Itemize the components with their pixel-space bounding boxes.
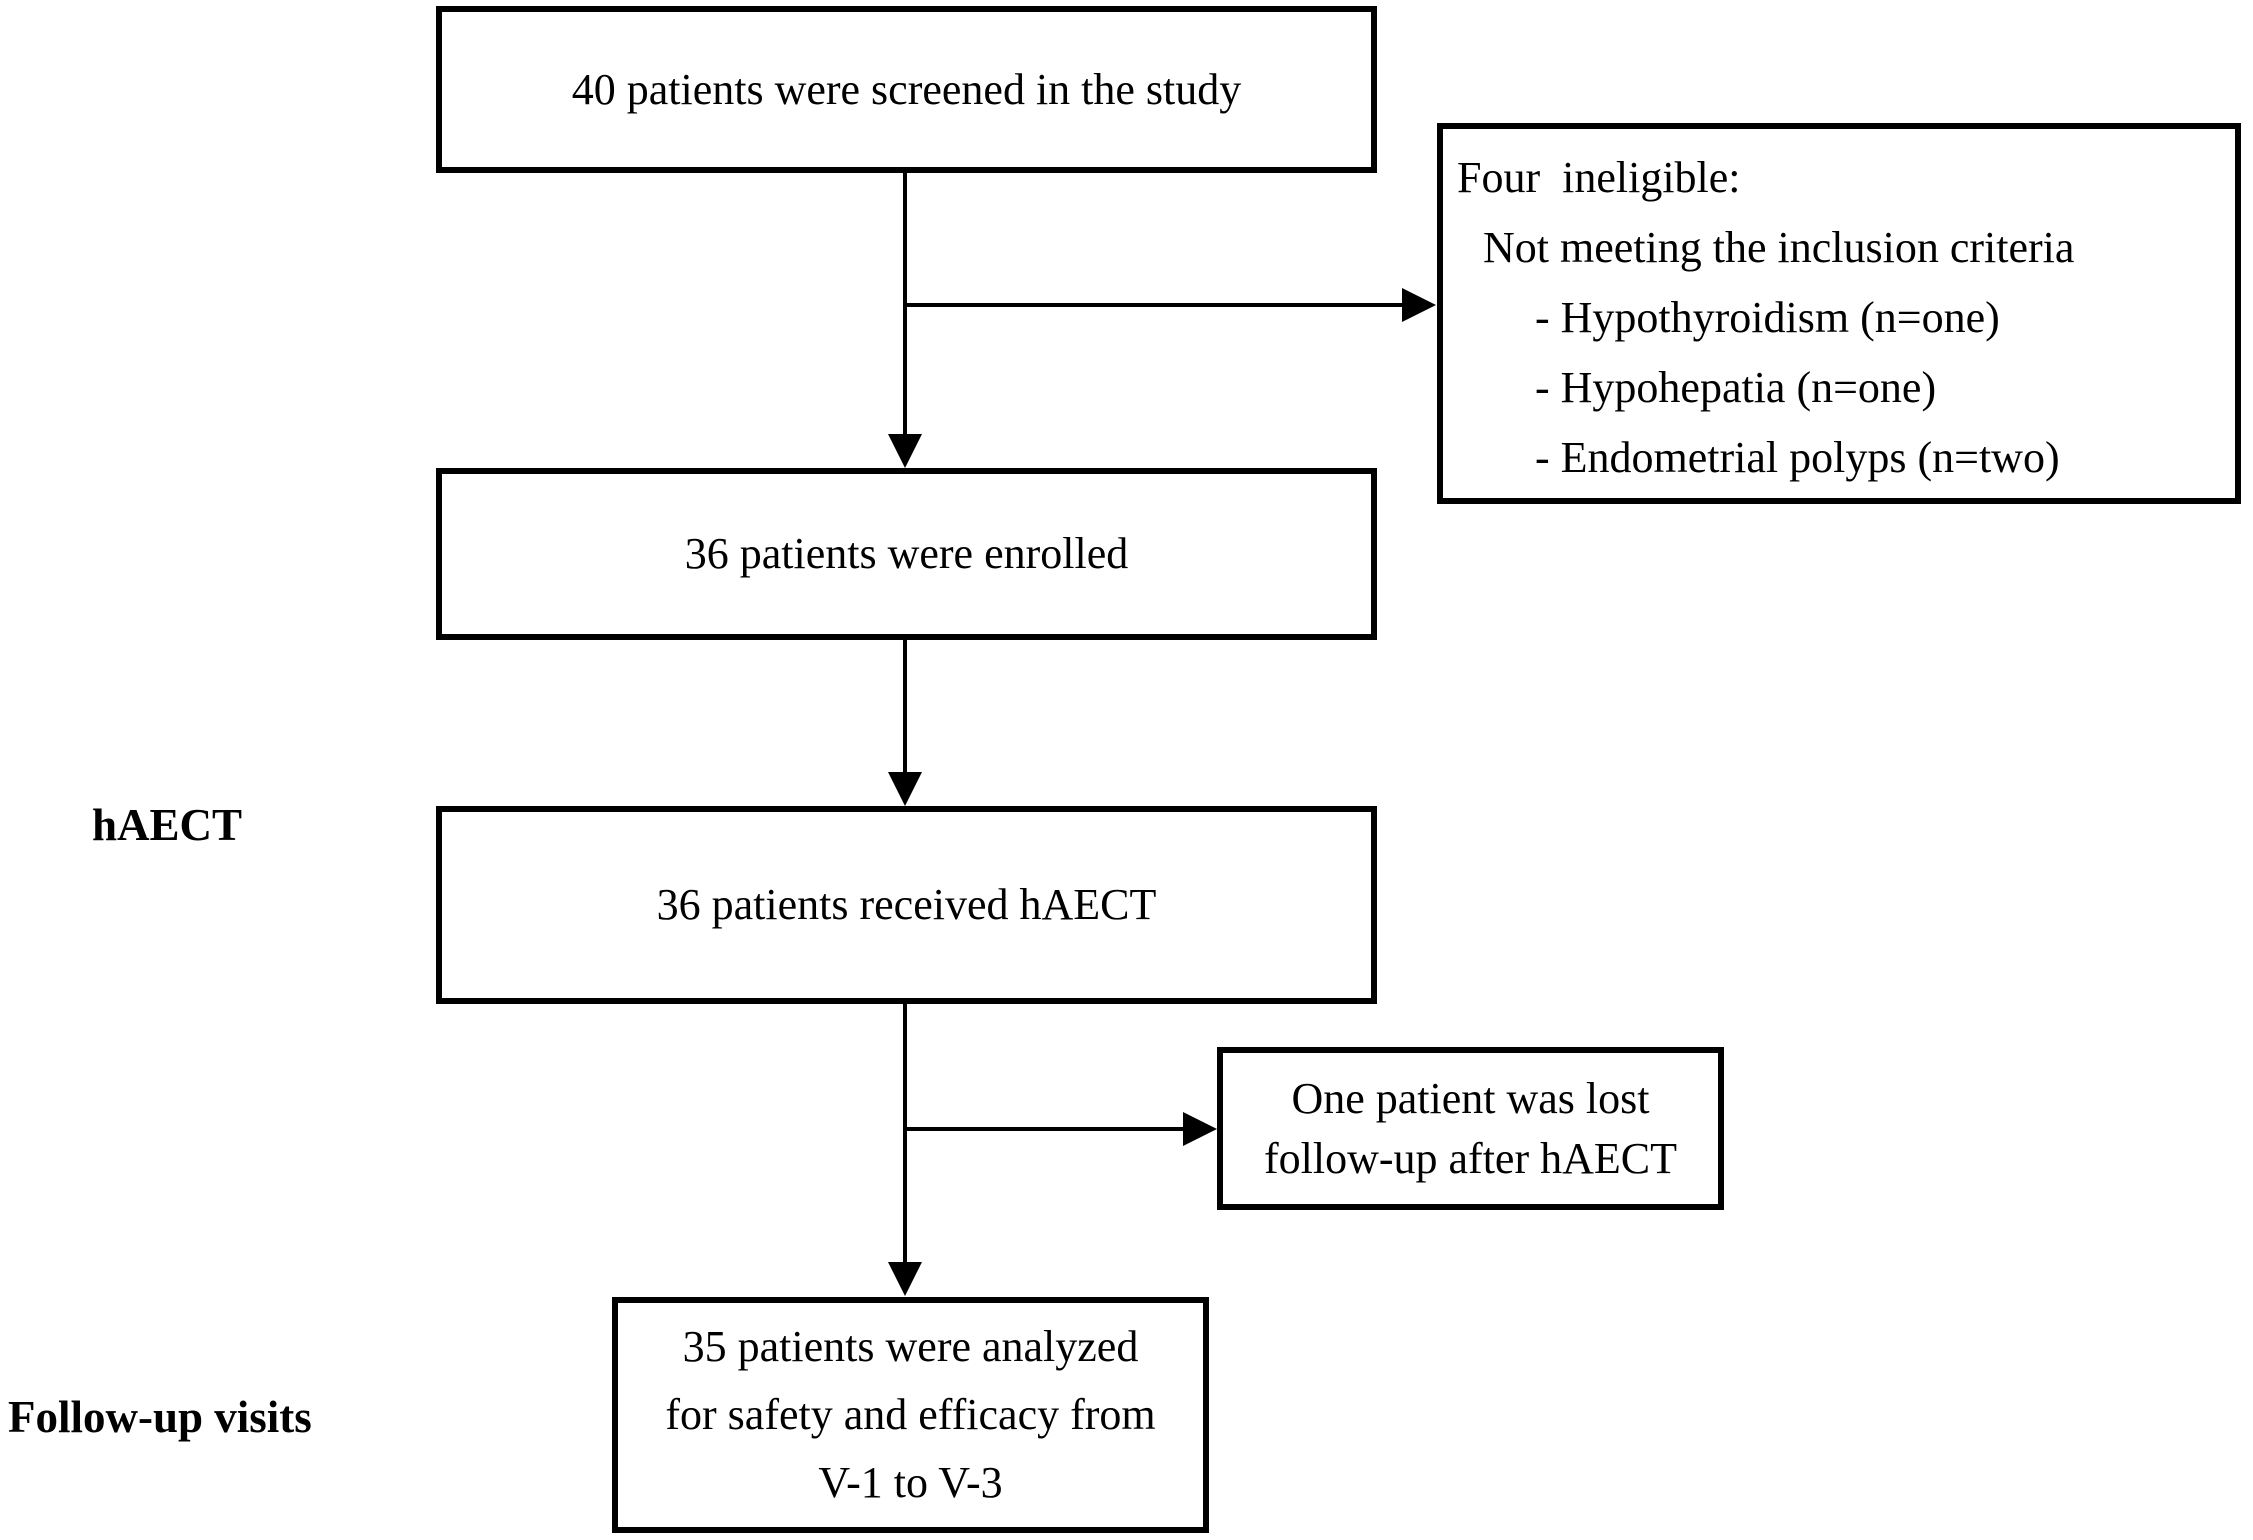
node-analyzed-line: for safety and efficacy from <box>665 1390 1156 1439</box>
arrowhead-down-icon <box>888 1262 922 1296</box>
node-ineligible: Four ineligible: Not meeting the inclusi… <box>1437 123 2241 504</box>
node-screened-text: 40 patients were screened in the study <box>571 64 1242 114</box>
arrowhead-down-icon <box>888 434 922 468</box>
connector-branch-ineligible <box>905 303 1402 307</box>
node-ineligible-line: - Hypohepatia (n=one) <box>1535 363 1937 412</box>
node-enrolled-text: 36 patients were enrolled <box>684 529 1129 579</box>
node-received: 36 patients received hAECT <box>436 806 1377 1004</box>
node-lost-line: follow-up after hAECT <box>1264 1133 1677 1183</box>
node-analyzed-line: V-1 to V-3 <box>818 1458 1003 1507</box>
node-enrolled: 36 patients were enrolled <box>436 468 1377 640</box>
stage-label-followup: Follow-up visits <box>8 1392 312 1442</box>
node-ineligible-line: - Endometrial polyps (n=two) <box>1535 433 2060 482</box>
node-analyzed: 35 patients were analyzed for safety and… <box>612 1297 1209 1533</box>
stage-label-haect: hAECT <box>92 800 243 850</box>
node-received-text: 36 patients received hAECT <box>656 880 1157 930</box>
connector-enrolled-to-received <box>903 640 907 772</box>
node-analyzed-line: 35 patients were analyzed <box>682 1322 1139 1371</box>
arrowhead-right-icon <box>1183 1112 1217 1146</box>
node-ineligible-line: Not meeting the inclusion criteria <box>1483 223 2075 272</box>
arrowhead-down-icon <box>888 772 922 806</box>
connector-received-to-analyzed <box>903 1004 907 1262</box>
node-ineligible-line: - Hypothyroidism (n=one) <box>1535 293 2000 342</box>
node-screened: 40 patients were screened in the study <box>436 6 1377 173</box>
node-ineligible-line: Four ineligible: <box>1457 153 1741 202</box>
connector-branch-lost <box>905 1127 1183 1131</box>
node-lost-line: One patient was lost <box>1291 1073 1650 1123</box>
arrowhead-right-icon <box>1402 288 1436 322</box>
node-lost: One patient was lost follow-up after hAE… <box>1217 1047 1724 1210</box>
